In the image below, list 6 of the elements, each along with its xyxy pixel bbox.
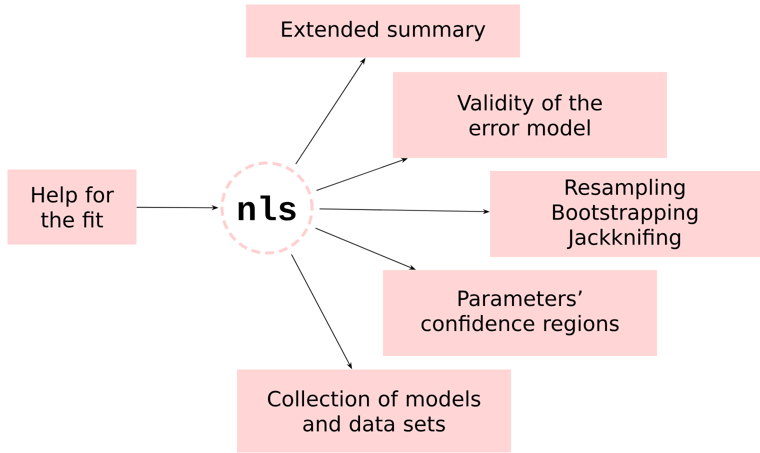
text-box: Parameters’ confidence regions bbox=[383, 270, 657, 356]
text-box: Resampling Bootstrapping Jackknifing bbox=[490, 171, 760, 257]
text-box: Validity of the error model bbox=[393, 72, 667, 158]
text-box: Extended summary bbox=[246, 4, 520, 58]
text-box: Help for the fit bbox=[8, 170, 136, 244]
text-box: Collection of models and data sets bbox=[237, 370, 511, 452]
